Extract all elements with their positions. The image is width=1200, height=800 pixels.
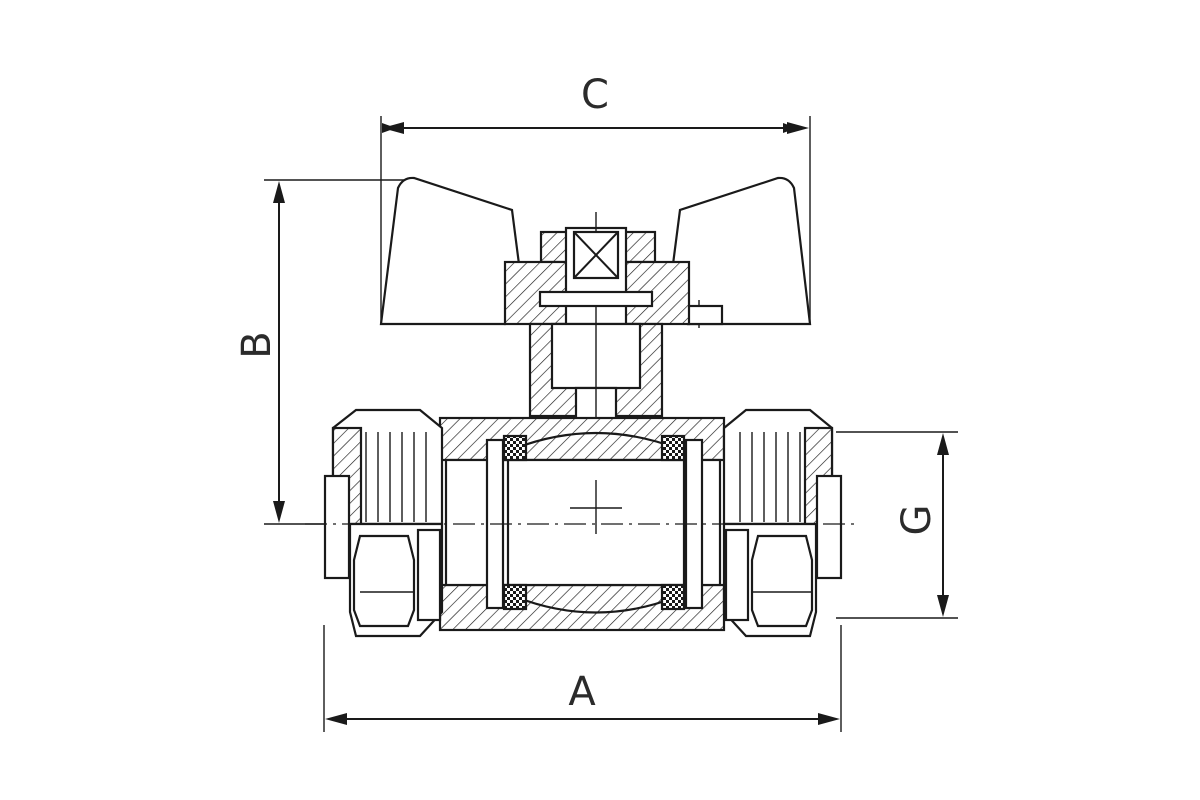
dimension-b-label: B (234, 331, 280, 358)
dimension-c: C (380, 72, 811, 324)
dimension-c-label: C (581, 72, 609, 118)
dimension-g: G (836, 431, 958, 619)
valve-bonnet (528, 306, 664, 450)
valve-body (438, 416, 726, 632)
left-compression-nut (323, 408, 444, 638)
dimension-b: B (234, 179, 410, 525)
dimension-a-label: A (568, 669, 596, 715)
stem-nut (503, 212, 691, 390)
dimension-g-label: G (894, 505, 940, 536)
dimension-a: A (323, 625, 842, 732)
right-compression-nut (722, 408, 843, 638)
butterfly-handle (379, 176, 812, 328)
